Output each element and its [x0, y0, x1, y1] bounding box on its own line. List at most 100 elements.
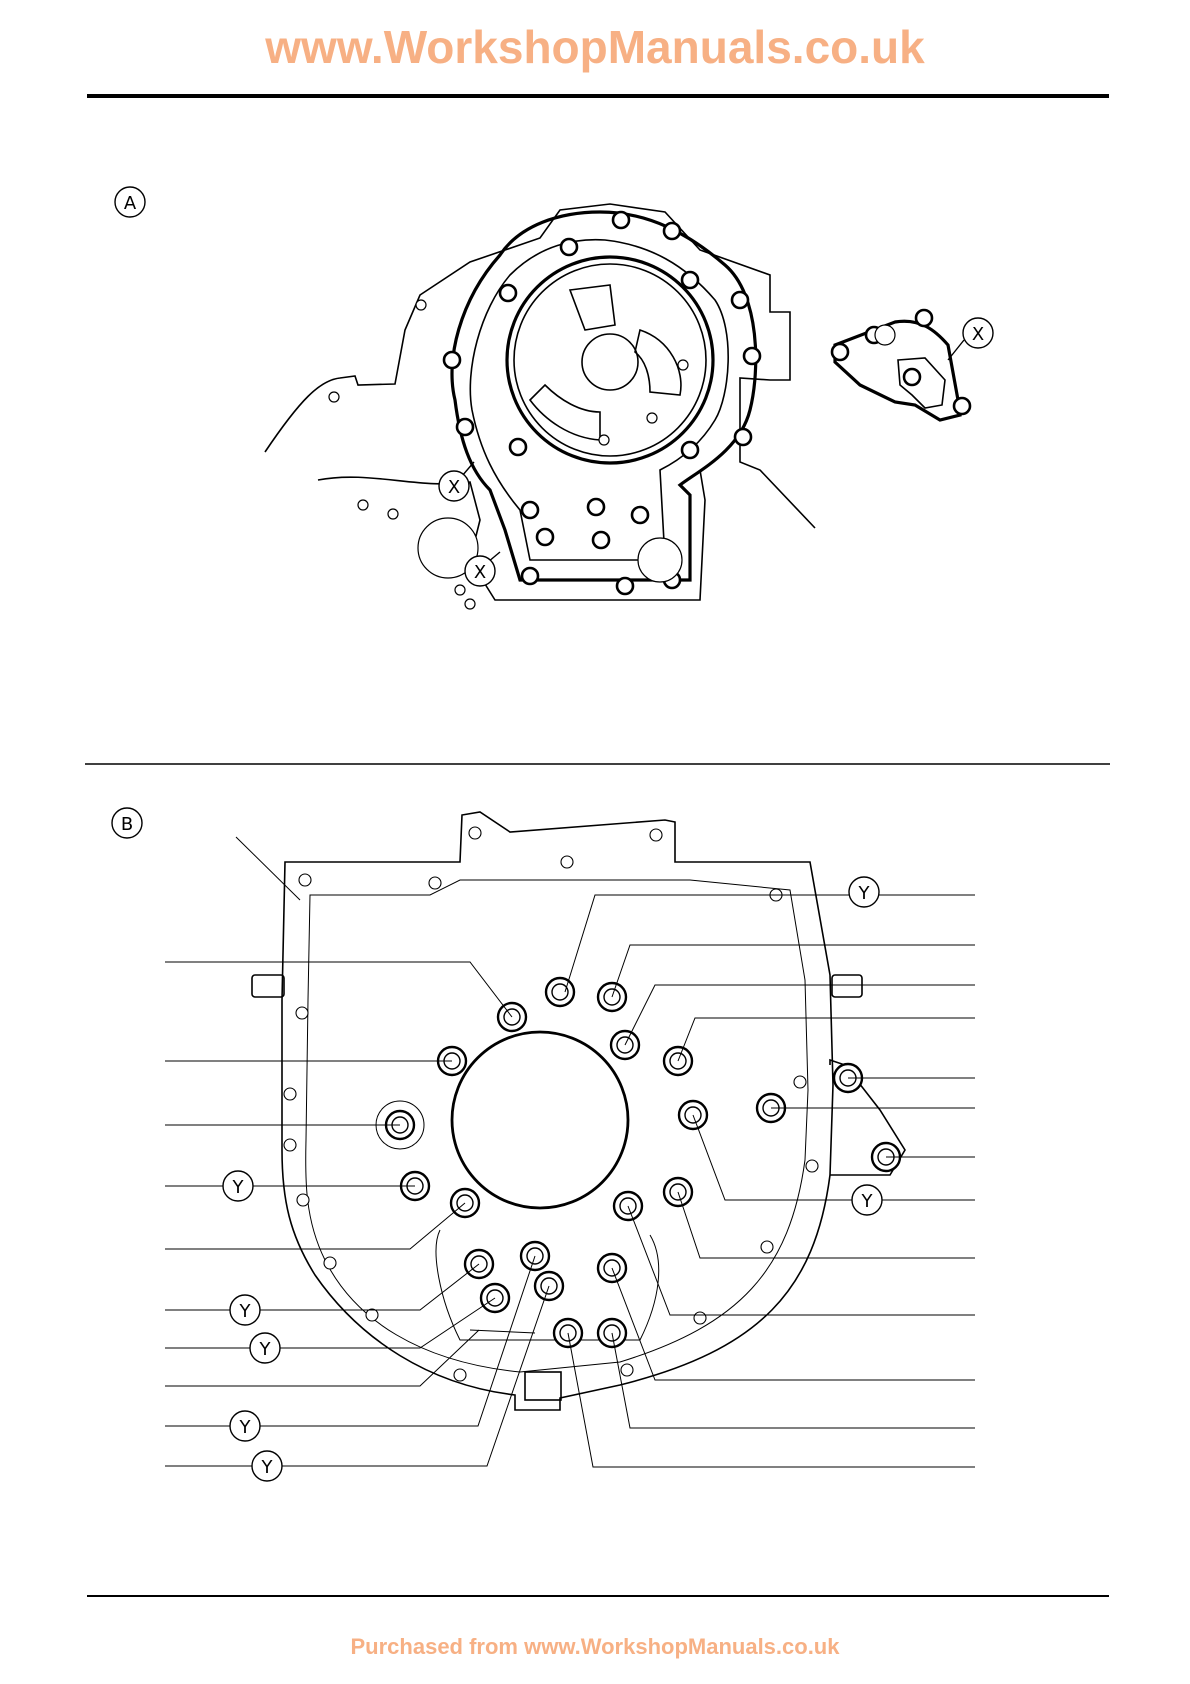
hole: [329, 392, 339, 402]
y-callout: Y: [230, 1411, 260, 1441]
figure-a-bolt-holes: [329, 300, 895, 609]
y-marker-text: Y: [232, 1177, 245, 1198]
hole: [599, 435, 609, 445]
hole: [638, 538, 682, 582]
bolt-a: [732, 292, 748, 308]
figure-a-bolts: [444, 212, 970, 594]
leader-line: [165, 1330, 479, 1386]
pump-gasket-outer: [452, 212, 756, 580]
leader-line: [678, 1018, 975, 1061]
center-bore: [452, 1032, 628, 1208]
bolt-a: [522, 568, 538, 584]
bolt-a: [735, 429, 751, 445]
y-callout: Y: [230, 1295, 260, 1325]
drain-plug-boss: [525, 1372, 561, 1400]
bolt-a: [444, 352, 460, 368]
leader-line: [625, 985, 975, 1045]
bolt-a: [457, 419, 473, 435]
footer-watermark-text: Purchased from www.WorkshopManuals.co.uk: [0, 1634, 1190, 1660]
y-marker-text: Y: [259, 1339, 272, 1360]
hole: [694, 1312, 706, 1324]
x-marker-text: X: [972, 324, 984, 345]
bolt-a: [916, 310, 932, 326]
leader-line: [612, 945, 975, 997]
leader-line: [236, 837, 300, 900]
hole: [429, 877, 441, 889]
y-callout: Y: [252, 1451, 282, 1481]
y-marker-text: Y: [261, 1457, 274, 1478]
hole: [296, 1007, 308, 1019]
hole: [561, 856, 573, 868]
hole: [324, 1257, 336, 1269]
figure-b-label-text: B: [121, 814, 133, 835]
bolt-a: [832, 344, 848, 360]
y-marker-text: Y: [239, 1417, 252, 1438]
bolt-a: [561, 239, 577, 255]
hole: [806, 1160, 818, 1172]
hole: [678, 360, 688, 370]
leader-line: [568, 1333, 975, 1467]
leader-line: [612, 1268, 975, 1380]
pump-vane-2: [635, 330, 681, 395]
bolt-a: [522, 502, 538, 518]
bolt-a: [617, 578, 633, 594]
y-callout: Y: [250, 1333, 280, 1363]
leader-line: [165, 962, 512, 1017]
bolt-a: [954, 398, 970, 414]
leader-line: [165, 1286, 549, 1466]
hole: [284, 1139, 296, 1151]
hole: [366, 1309, 378, 1321]
figure-a-label: A: [115, 187, 145, 217]
bolt-a: [593, 532, 609, 548]
hole: [454, 1369, 466, 1381]
bolt-a: [664, 223, 680, 239]
x-marker-text: X: [474, 562, 486, 583]
bolt-a: [537, 529, 553, 545]
hole: [299, 874, 311, 886]
bolt-a: [682, 272, 698, 288]
leader-line: [165, 1264, 479, 1310]
leader-line: [470, 1330, 535, 1333]
bolt-a: [904, 369, 920, 385]
bolt-a: [682, 442, 698, 458]
leader-line: [628, 1206, 975, 1315]
bolt-a: [613, 212, 629, 228]
hex-bolt: [546, 978, 574, 1006]
y-marker-text: Y: [861, 1191, 874, 1212]
left-dowel: [252, 975, 284, 997]
leader-line: [165, 1256, 535, 1426]
hole: [650, 829, 662, 841]
hole: [469, 827, 481, 839]
hole: [794, 1076, 806, 1088]
pump-shaft-bore: [582, 334, 638, 390]
bolt-a: [500, 285, 516, 301]
leader-line: [165, 1203, 465, 1249]
figure-a: A: [115, 187, 993, 609]
x-callout-right: X: [948, 318, 993, 360]
hole: [621, 1364, 633, 1376]
hole: [647, 413, 657, 423]
footer-rule: [87, 1595, 1109, 1597]
leader-line: [565, 895, 975, 992]
bolt-a: [510, 439, 526, 455]
hole: [416, 300, 426, 310]
x-callout-left-upper: X: [439, 462, 474, 501]
bolt-a: [744, 348, 760, 364]
bolt-a: [632, 507, 648, 523]
y-callout: Y: [849, 877, 879, 907]
hole: [388, 509, 398, 519]
hole: [455, 585, 465, 595]
y-callout: Y: [852, 1185, 882, 1215]
hole: [284, 1088, 296, 1100]
figure-b-label: B: [112, 808, 142, 838]
pump-rotor-ring-inner: [514, 264, 706, 456]
right-dowel: [832, 975, 862, 997]
bolt-a: [588, 499, 604, 515]
hole: [358, 500, 368, 510]
hole: [297, 1194, 309, 1206]
x-marker-text: X: [448, 477, 460, 498]
figure-b: B: [112, 808, 975, 1481]
hole: [875, 325, 895, 345]
leader-line: [678, 1192, 975, 1258]
